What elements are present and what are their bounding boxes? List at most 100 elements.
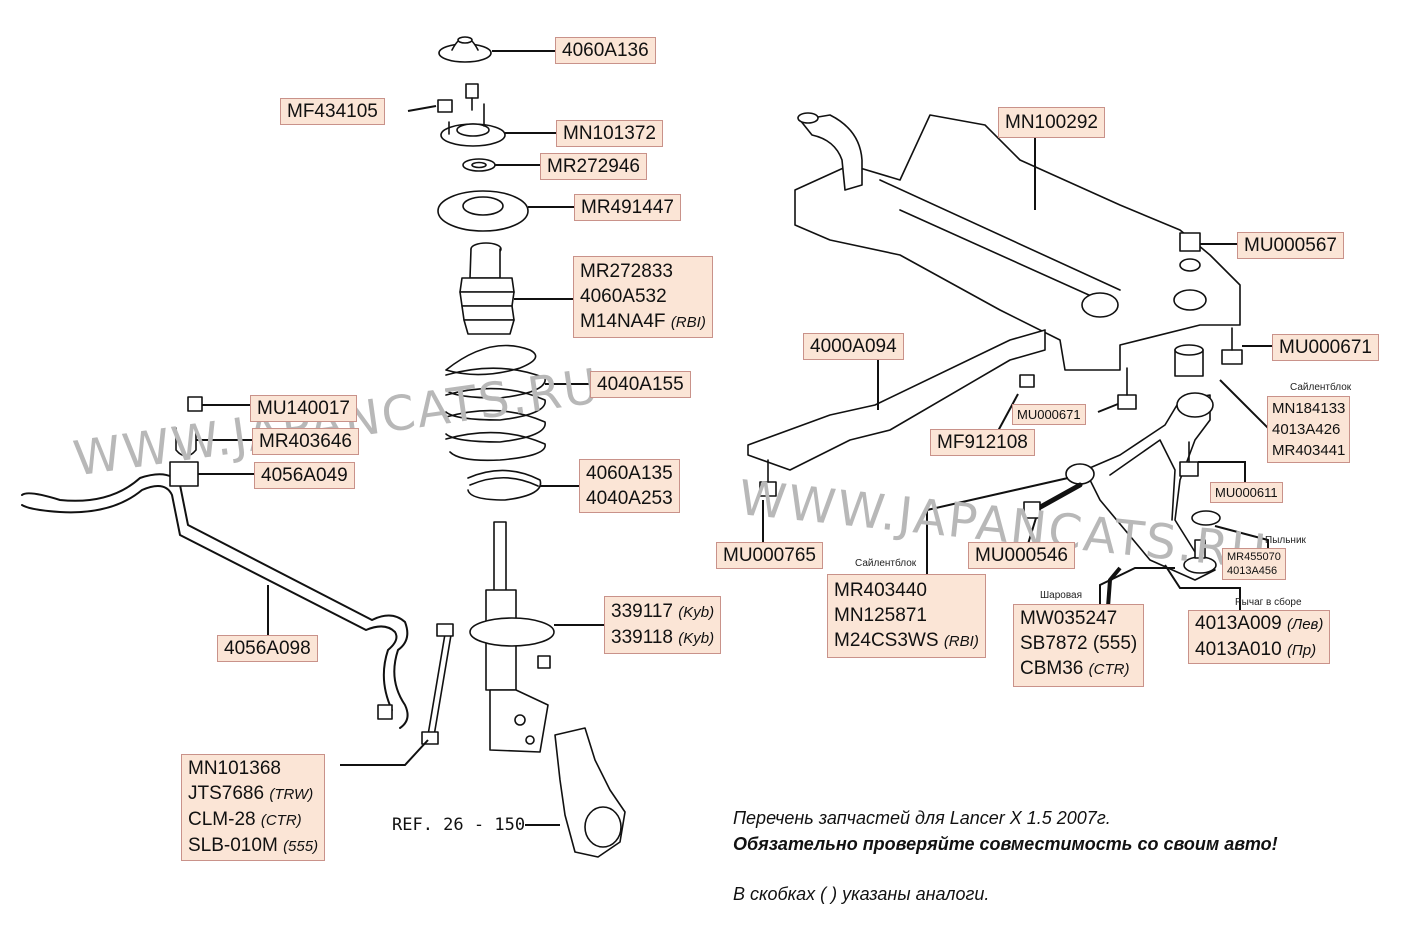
label-control-arm[interactable]: 4013A009 (Лев) 4013A010 (Пр): [1188, 610, 1331, 664]
label-code: M24CS3WS: [834, 630, 939, 651]
label-brace-bolt[interactable]: MU000765: [716, 542, 823, 569]
label-code: 339118: [611, 627, 673, 648]
label-line: MU000567: [1244, 235, 1337, 256]
label-code: JTS7686: [188, 783, 265, 804]
label-nut[interactable]: MF434105: [280, 98, 385, 125]
label-shock-absorber[interactable]: 339117 (Kyb) 339118 (Kyb): [604, 596, 722, 654]
arm-rear-bolt-drawing: [1179, 441, 1199, 477]
label-line: MR403441: [1272, 442, 1346, 459]
label-stab-bushing[interactable]: 4056A049: [254, 462, 355, 489]
label-code: 4013A010: [1195, 639, 1282, 660]
label-line: 339118 (Kyb): [611, 625, 714, 651]
label-arm-silentblock-front[interactable]: MR403440 MN125871 M24CS3WS (RBI): [827, 574, 986, 658]
label-line: MW035247: [1020, 608, 1118, 629]
label-line: 4056A049: [261, 465, 348, 486]
stab-bolt-drawing: [187, 396, 203, 412]
analog-note: (Пр): [1286, 642, 1317, 659]
analog-note: (CTR): [1088, 661, 1130, 678]
ball-joint-drawing: [1183, 539, 1217, 574]
stab-link-drawing: [377, 623, 454, 745]
label-spring-seat[interactable]: MR491447: [574, 194, 681, 221]
brace-drawing: [747, 329, 1046, 471]
brace-bolt-drawing: [759, 459, 777, 497]
label-line: 4013A456: [1227, 565, 1278, 577]
label-arm-rear-bolt[interactable]: MU000611: [1210, 482, 1283, 503]
analog-note: (RBI): [670, 314, 706, 331]
ref-text: REF. 26 - 150: [392, 815, 526, 835]
label-line: MN101372: [563, 123, 656, 144]
coil-spring-drawing: [445, 344, 546, 462]
label-stabilizer-bar[interactable]: 4056A098: [217, 635, 318, 662]
label-line: 4013A426: [1272, 421, 1341, 438]
label-line: CLM-28 (CTR): [188, 807, 318, 833]
label-line: MU000765: [723, 545, 816, 566]
label-code: 4013A009: [1195, 613, 1282, 634]
label-line: 4013A010 (Пр): [1195, 637, 1323, 663]
caption-silentblock-rear: Сайлентблок: [1290, 382, 1352, 393]
label-line: 339117 (Kyb): [611, 599, 714, 625]
label-brace-nut[interactable]: MF912108: [930, 429, 1035, 456]
label-line: MU000546: [975, 545, 1068, 566]
label-line: MR403440: [834, 580, 927, 601]
label-line: JTS7686 (TRW): [188, 781, 318, 807]
label-line: MN125871: [834, 605, 927, 626]
label-line: SB7872 (555): [1020, 631, 1137, 656]
stab-clamp-drawing: [175, 427, 197, 457]
label-code: SLB-010M: [188, 835, 278, 856]
label-line: MU000671: [1017, 407, 1081, 422]
label-brace[interactable]: 4000A094: [803, 333, 904, 360]
label-stab-clamp[interactable]: MR403646: [252, 428, 359, 455]
bump-stop-drawing: [459, 242, 515, 335]
caption-arm-assembly: Рычаг в сборе: [1235, 597, 1302, 608]
label-strut-mount[interactable]: MN101372: [556, 120, 663, 147]
nut-drawing: [437, 83, 479, 113]
label-ball-joint[interactable]: MW035247 SB7872 (555) CBM36 (CTR): [1013, 604, 1145, 687]
label-arm-bolt[interactable]: MU000546: [968, 542, 1075, 569]
label-crossmember[interactable]: MN100292: [998, 107, 1105, 138]
analog-note: (555): [1092, 633, 1138, 654]
label-line: MR455070: [1227, 551, 1281, 563]
label-line: M14NA4F (RBI): [580, 309, 706, 335]
label-arm-silentblock-rear[interactable]: MN184133 4013A426 MR403441: [1267, 396, 1351, 463]
label-stab-bolt[interactable]: MU140017: [250, 395, 357, 422]
label-ball-boot[interactable]: MR455070 4013A456: [1222, 548, 1286, 580]
label-spring-pad[interactable]: 4060A135 4040A253: [579, 459, 680, 513]
note-compatibility: Обязательно проверяйте совместимость со …: [733, 834, 1278, 854]
spring-pad-drawing: [467, 469, 542, 501]
caption-ball-joint: Шаровая: [1040, 590, 1083, 601]
analog-note: (Лев): [1286, 616, 1324, 633]
label-line: CBM36 (CTR): [1020, 656, 1137, 682]
label-stab-link[interactable]: MN101368 JTS7686 (TRW) CLM-28 (CTR) SLB-…: [181, 754, 326, 861]
label-line: MR272946: [547, 156, 640, 177]
analog-note: (555): [283, 838, 319, 855]
label-line: 4040A253: [586, 488, 673, 509]
label-crossmember-bolt[interactable]: MU000671: [1272, 334, 1379, 361]
label-line: MR491447: [581, 197, 674, 218]
crossmember-nut-drawing: [1179, 232, 1201, 252]
label-line: 4060A135: [586, 463, 673, 484]
brace-nut-drawing: [1019, 374, 1035, 388]
label-line: MR403646: [259, 431, 352, 452]
label-brace-bolt-small[interactable]: MU000671: [1012, 404, 1086, 425]
brace-bolt-small-drawing: [1117, 367, 1137, 410]
label-coil-spring[interactable]: 4040A155: [590, 371, 691, 398]
shock-absorber-drawing: [469, 521, 555, 753]
label-line: MN100292: [1005, 112, 1098, 133]
leader-lines: [196, 50, 1276, 826]
label-line: 4056A098: [224, 638, 311, 659]
label-crossmember-nut[interactable]: MU000567: [1237, 232, 1344, 259]
label-code: CBM36: [1020, 658, 1084, 679]
label-bump-stop[interactable]: MR272833 4060A532 M14NA4F (RBI): [573, 256, 713, 338]
label-bearing[interactable]: MR272946: [540, 153, 647, 180]
steering-knuckle-drawing: [554, 727, 626, 858]
arm-bolt-drawing: [1023, 482, 1083, 519]
analog-note: (Kyb): [678, 604, 715, 621]
label-line: 4040A155: [597, 374, 684, 395]
label-line: 4013A009 (Лев): [1195, 611, 1323, 637]
label-line: 4000A094: [810, 336, 897, 357]
strut-mount-drawing: [440, 103, 506, 147]
crossmember-bolt-drawing: [1221, 327, 1243, 365]
label-line: MR272833: [580, 261, 673, 282]
label-top-mount[interactable]: 4060A136: [555, 37, 656, 64]
